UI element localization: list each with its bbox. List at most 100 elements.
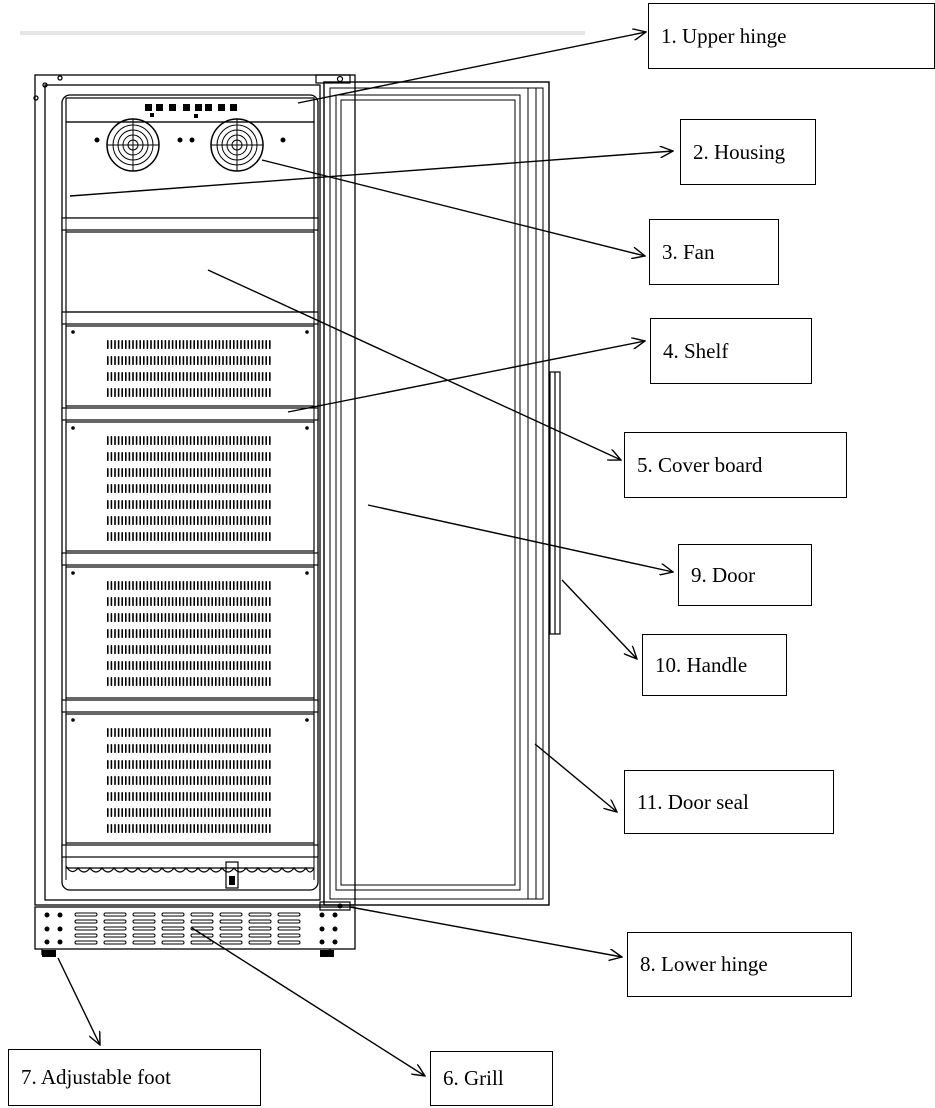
grill-slot <box>132 940 156 945</box>
vent-slot-row <box>107 484 271 493</box>
panel-screw <box>305 426 309 430</box>
label-fan: 3. Fan <box>649 219 779 285</box>
grill-slot <box>277 940 301 945</box>
vent-slot-row <box>107 436 271 445</box>
vent-slot-row <box>107 760 271 769</box>
label-door-seal: 11. Door seal <box>624 770 834 834</box>
grill-screws <box>44 912 338 945</box>
vent-slot-row <box>107 581 271 590</box>
door <box>323 81 550 906</box>
vent-slot-row <box>107 516 271 525</box>
grill-slot <box>219 926 243 931</box>
grill-slot <box>190 912 214 917</box>
label-adjustable-foot: 7. Adjustable foot <box>8 1049 261 1106</box>
grill-slot <box>74 940 98 945</box>
panel-screw <box>71 718 75 722</box>
adjustable-foot <box>42 950 334 957</box>
vent-slot-row <box>107 356 271 365</box>
vent-slot-row <box>107 532 271 541</box>
fan-left <box>106 118 160 172</box>
vent-slot-row <box>107 776 271 785</box>
grill-slot <box>219 912 243 917</box>
upper-hinge <box>315 74 351 84</box>
lower-hinge <box>319 901 351 911</box>
panel-screw <box>71 571 75 575</box>
grill-slot <box>103 933 127 938</box>
shelf <box>61 552 319 566</box>
grill-leader <box>191 927 425 1076</box>
panel-screw <box>305 571 309 575</box>
label-door: 9. Door <box>678 544 812 606</box>
fan-right <box>210 118 264 172</box>
shelf <box>61 407 319 421</box>
label-upper-hinge: 1. Upper hinge <box>648 3 935 69</box>
grill-slot <box>161 912 185 917</box>
grill-slot <box>190 940 214 945</box>
grill-slot <box>103 940 127 945</box>
grill-slot <box>219 933 243 938</box>
drain-latch <box>225 861 239 889</box>
grill-slot <box>132 933 156 938</box>
vent-slot-row <box>107 500 271 509</box>
panel-screw <box>71 426 75 430</box>
label-text: 3. Fan <box>662 239 715 264</box>
label-grill: 6. Grill <box>430 1051 553 1106</box>
shelf <box>61 844 319 858</box>
grill-slot <box>161 940 185 945</box>
label-housing: 2. Housing <box>680 119 816 185</box>
grill-slot <box>248 940 272 945</box>
label-cover-board: 5. Cover board <box>624 432 847 498</box>
grill-slot <box>277 926 301 931</box>
vent-slot-row <box>107 372 271 381</box>
grill-slot <box>132 919 156 924</box>
grill-slot <box>132 926 156 931</box>
label-text: 11. Door seal <box>637 789 749 814</box>
vent-slot-row <box>107 808 271 817</box>
grill-slots <box>74 912 301 945</box>
bottom-tray <box>65 865 315 873</box>
vent-panels <box>65 325 315 844</box>
shelf <box>61 699 319 713</box>
shelf <box>61 311 319 325</box>
grill-slot <box>161 919 185 924</box>
vent-slot-row <box>107 645 271 654</box>
label-text: 2. Housing <box>693 139 786 164</box>
grill-slot <box>248 919 272 924</box>
vent-slot-row <box>107 468 271 477</box>
grill-slot <box>248 926 272 931</box>
label-handle: 10. Handle <box>642 634 787 696</box>
label-text: 5. Cover board <box>637 452 763 477</box>
housing <box>65 97 315 219</box>
label-text: 1. Upper hinge <box>661 23 787 48</box>
grill-slot <box>248 933 272 938</box>
cover-board <box>65 231 315 313</box>
adjustable-foot-leader <box>57 957 100 1045</box>
vent-slot-row <box>107 629 271 638</box>
grill-slot <box>132 912 156 917</box>
label-text: 4. Shelf <box>663 338 729 363</box>
leader-lines <box>57 32 673 1076</box>
shelf-leader <box>287 341 645 413</box>
label-text: 7. Adjustable foot <box>21 1065 171 1089</box>
vent-slot-row <box>107 824 271 833</box>
base-grill <box>34 906 356 955</box>
door-leader <box>367 504 673 572</box>
label-text: 10. Handle <box>655 652 748 677</box>
cover-board-leader <box>207 269 621 460</box>
label-shelf: 4. Shelf <box>650 318 812 384</box>
fan-screws <box>94 137 286 143</box>
lower-hinge-leader <box>349 906 622 957</box>
grill-slot <box>74 926 98 931</box>
door-seal-leader <box>534 743 617 812</box>
grill-slot <box>103 919 127 924</box>
handle-leader <box>561 579 637 659</box>
grill-slot <box>277 919 301 924</box>
vent-slot-row <box>107 728 271 737</box>
shelf <box>61 217 319 231</box>
label-text: 9. Door <box>691 562 756 587</box>
grill-slot <box>277 933 301 938</box>
control-panel <box>145 104 237 118</box>
housing-leader <box>69 151 673 197</box>
vent-slot-row <box>107 452 271 461</box>
